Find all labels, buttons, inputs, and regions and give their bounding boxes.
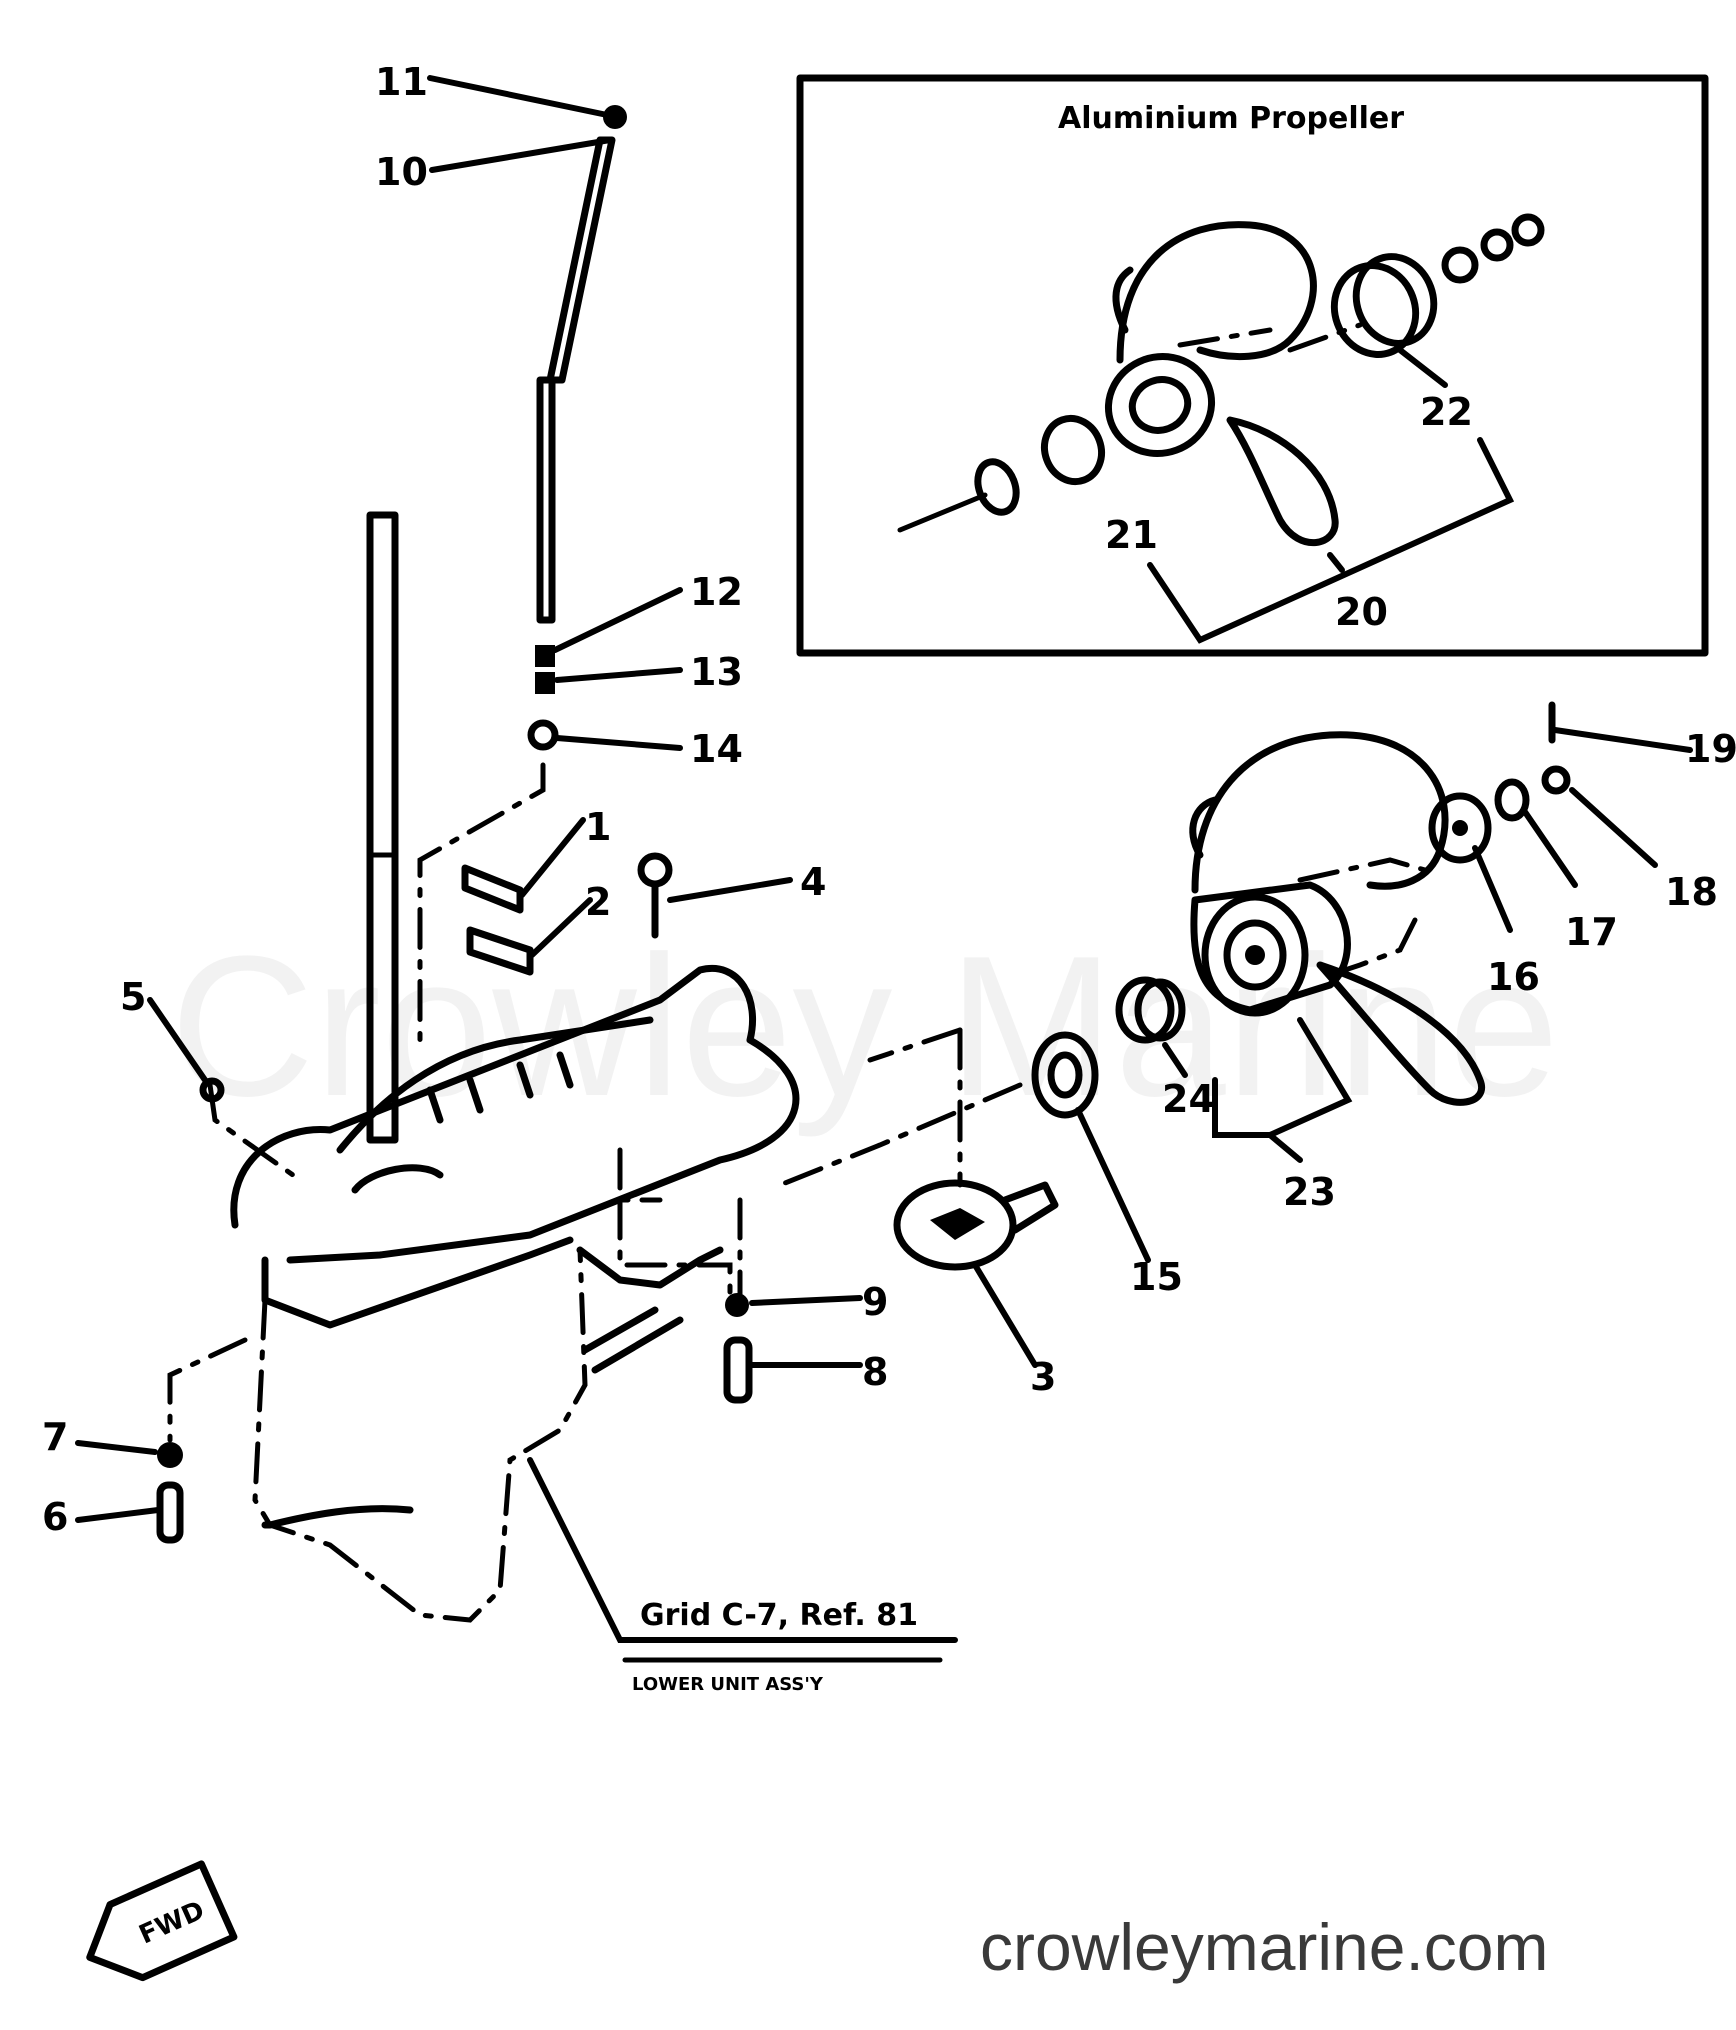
reference-line-1: Grid C-7, Ref. 81	[640, 1598, 918, 1633]
callout-4: 4	[800, 860, 826, 904]
water-pump-cover	[867, 1027, 1059, 1368]
main-propeller	[1189, 701, 1571, 1106]
callout-17: 17	[1565, 910, 1618, 954]
callout-14: 14	[690, 727, 743, 771]
callout-20: 20	[1335, 590, 1388, 634]
callout-18: 18	[1665, 870, 1718, 914]
drain-screws	[723, 1293, 863, 1404]
reference-label	[527, 1457, 958, 1663]
callout-22: 22	[1420, 390, 1473, 434]
callout-23: 23	[1283, 1170, 1336, 1214]
small-parts	[461, 817, 793, 976]
callout-13: 13	[690, 650, 743, 694]
callout-12: 12	[690, 570, 743, 614]
callout-9: 9	[862, 1280, 888, 1324]
housing-bolts	[75, 1440, 184, 1544]
callout-6: 6	[42, 1495, 68, 1539]
callout-7: 7	[42, 1415, 68, 1459]
callout-8: 8	[862, 1350, 888, 1394]
callout-11: 11	[375, 60, 428, 104]
inset-border	[796, 74, 1709, 657]
callout-5: 5	[120, 975, 146, 1019]
lower-unit-housing	[167, 965, 800, 1623]
fwd-label: FWD	[135, 1895, 209, 1950]
callout-1: 1	[585, 805, 611, 849]
callout-19: 19	[1685, 727, 1736, 771]
inset-title: Aluminium Propeller	[1058, 101, 1404, 136]
callout-10: 10	[375, 150, 428, 194]
forward-arrow: FWD	[86, 1860, 238, 1982]
seal-15	[777, 1031, 1151, 1263]
callout-21: 21	[1105, 513, 1158, 557]
grease-fitting	[199, 1077, 225, 1103]
site-url: crowleymarine.com	[980, 1910, 1548, 1984]
inset-propeller-drawing	[897, 213, 1545, 644]
reference-line-2: LOWER UNIT ASS'Y	[632, 1674, 824, 1695]
aluminium-propeller-inset: Aluminium Propeller 22 21 20	[796, 74, 1709, 657]
drive-shaft	[366, 511, 399, 1144]
callout-2: 2	[585, 880, 611, 924]
callout-15: 15	[1130, 1255, 1183, 1299]
callout-16: 16	[1487, 955, 1540, 999]
callout-24: 24	[1162, 1077, 1215, 1121]
shift-rod-assembly	[417, 75, 683, 1053]
spacer-and-bracket	[1115, 976, 1353, 1163]
callout-3: 3	[1030, 1355, 1056, 1399]
